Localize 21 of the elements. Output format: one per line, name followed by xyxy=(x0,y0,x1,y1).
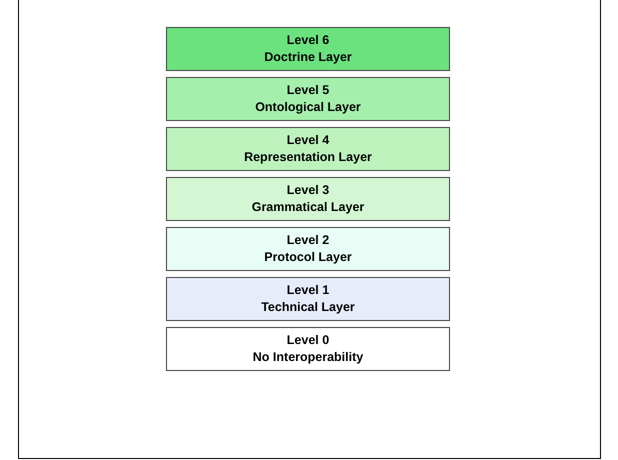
layer-box xyxy=(166,277,450,321)
layer-box xyxy=(166,77,450,121)
level-number: Level 4 xyxy=(286,132,330,149)
layer-name: Grammatical Layer xyxy=(252,199,364,216)
layer-name: No Interoperability xyxy=(252,349,364,366)
layer-name: Doctrine Layer xyxy=(264,49,352,66)
layer-box xyxy=(166,327,450,371)
layer-name: Ontological Layer xyxy=(255,99,361,116)
layer-box xyxy=(166,177,450,221)
level-number: Level 0 xyxy=(286,332,330,349)
layer-name: Representation Layer xyxy=(244,149,372,166)
level-number: Level 2 xyxy=(286,232,330,249)
level-number: Level 5 xyxy=(286,82,330,99)
level-number: Level 1 xyxy=(286,282,330,299)
layer-box xyxy=(166,227,450,271)
level-number: Level 3 xyxy=(286,182,330,199)
layer-name: Technical Layer xyxy=(261,299,355,316)
layer-name: Protocol Layer xyxy=(264,249,352,266)
layer-box xyxy=(166,127,450,171)
level-number: Level 6 xyxy=(286,32,330,49)
layer-box xyxy=(166,27,450,71)
